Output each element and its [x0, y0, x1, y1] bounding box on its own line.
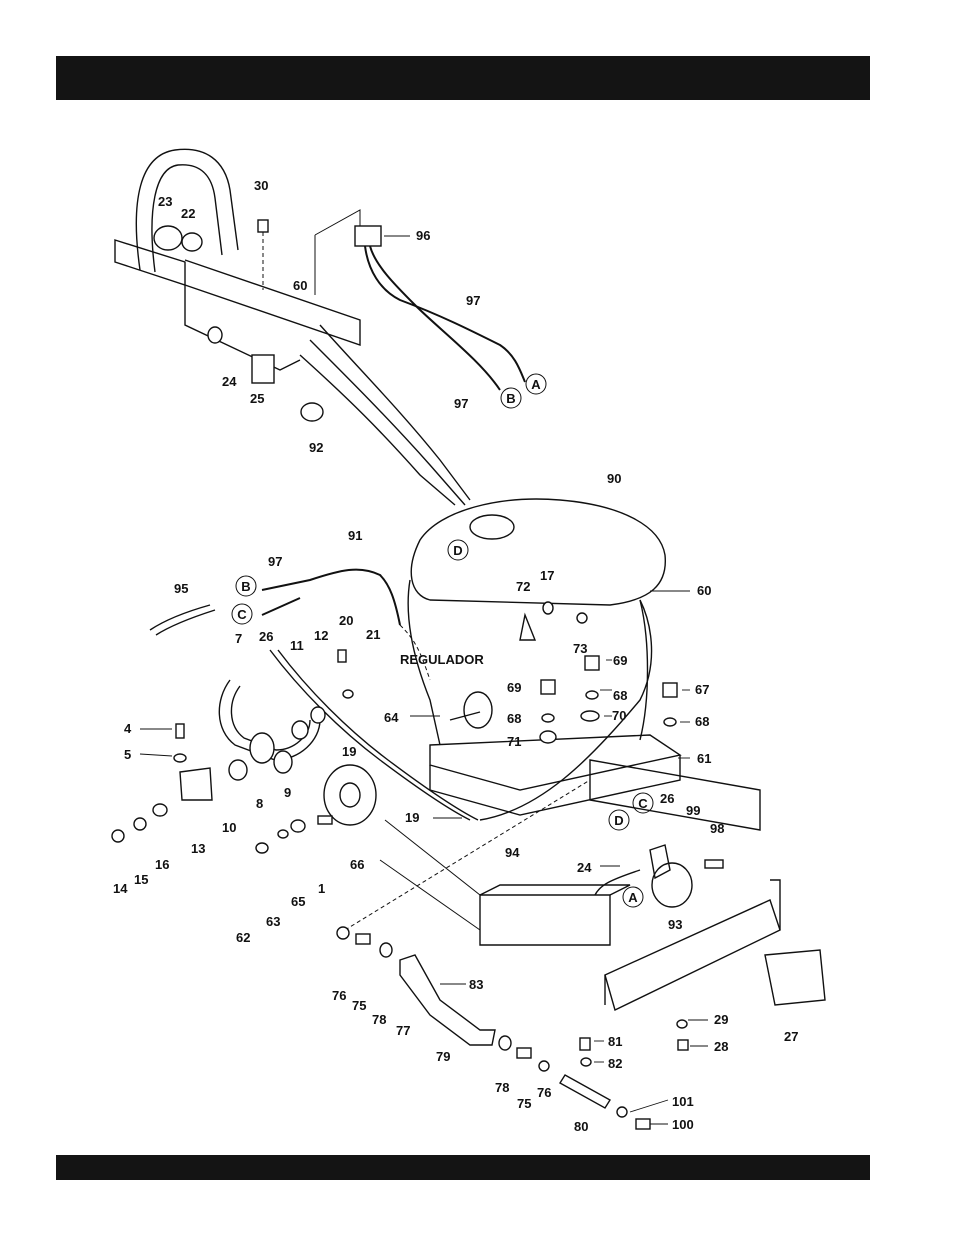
circle-letter-b-left: B	[241, 579, 250, 594]
callout: 100	[672, 1117, 694, 1132]
callout: 10	[222, 820, 236, 835]
callout: 75	[352, 998, 366, 1013]
callout: 64	[384, 710, 399, 725]
circle-letter-a-bottom: A	[628, 890, 638, 905]
callout: 28	[714, 1039, 728, 1054]
left-hardware	[112, 602, 677, 853]
callout: 68	[507, 711, 521, 726]
callout: 30	[254, 178, 268, 193]
callout: 9	[284, 785, 291, 800]
callout: 8	[256, 796, 263, 811]
callout: 69	[613, 653, 627, 668]
drain-hose	[337, 927, 688, 1129]
callout: 81	[608, 1034, 622, 1049]
callout: 80	[574, 1119, 588, 1134]
callout: 75	[517, 1096, 531, 1111]
callout: 24	[222, 374, 237, 389]
circle-letter-c-left: C	[237, 607, 247, 622]
callout: 24	[577, 860, 592, 875]
switch-wires	[355, 226, 525, 390]
callout: 99	[686, 803, 700, 818]
callout: 1	[318, 881, 325, 896]
callout: 7	[235, 631, 242, 646]
callout: 26	[259, 629, 273, 644]
circle-letter-b-top: B	[506, 391, 515, 406]
callout: 13	[191, 841, 205, 856]
callout: 77	[396, 1023, 410, 1038]
callout: 15	[134, 872, 148, 887]
callout: 25	[250, 391, 264, 406]
callout: 82	[608, 1056, 622, 1071]
callout: 19	[405, 810, 419, 825]
callout: 20	[339, 613, 353, 628]
callout: 73	[573, 641, 587, 656]
callout: 12	[314, 628, 328, 643]
callout: 17	[540, 568, 554, 583]
callout: 69	[507, 680, 521, 695]
callout: 97	[268, 554, 282, 569]
callout: 90	[607, 471, 621, 486]
circle-letter-a-top: A	[531, 377, 541, 392]
callout: 101	[672, 1094, 694, 1109]
callout: 97	[466, 293, 480, 308]
callout: 76	[537, 1085, 551, 1100]
callout: 68	[613, 688, 627, 703]
callout: 98	[710, 821, 724, 836]
callout: 95	[174, 581, 188, 596]
callout: 79	[436, 1049, 450, 1064]
callout: 66	[350, 857, 364, 872]
callout: 16	[155, 857, 169, 872]
callout: 97	[454, 396, 468, 411]
horn-lamp	[595, 845, 825, 1010]
callout: 68	[695, 714, 709, 729]
callout: 78	[372, 1012, 386, 1027]
callout: 5	[124, 747, 131, 762]
callout: 26	[660, 791, 674, 806]
callout: 11	[290, 638, 304, 653]
callout: 19	[342, 744, 356, 759]
regulator-wires	[150, 570, 652, 820]
callout: 93	[668, 917, 682, 932]
regulador-label: REGULADOR	[400, 652, 484, 667]
callout: 60	[697, 583, 711, 598]
callout: 70	[612, 708, 626, 723]
callout: 83	[469, 977, 483, 992]
footer-bar	[56, 1155, 870, 1180]
callout: 78	[495, 1080, 509, 1095]
callout: 94	[505, 845, 520, 860]
callout: 27	[784, 1029, 798, 1044]
circle-letter-c-right: C	[638, 796, 648, 811]
callout: 60	[293, 278, 307, 293]
callout: 65	[291, 894, 305, 909]
callout: 76	[332, 988, 346, 1003]
circle-letter-d-right: D	[614, 813, 623, 828]
callout: 91	[348, 528, 362, 543]
callout: 29	[714, 1012, 728, 1027]
callout: 4	[124, 721, 132, 736]
callout: 22	[181, 206, 195, 221]
callout: 71	[507, 734, 521, 749]
circle-letter-d-top: D	[453, 543, 462, 558]
callout: 63	[266, 914, 280, 929]
callout: 62	[236, 930, 250, 945]
callout: 92	[309, 440, 323, 455]
callout: 67	[695, 682, 709, 697]
callout: 61	[697, 751, 711, 766]
callout: 96	[416, 228, 430, 243]
callout: 14	[113, 881, 128, 896]
callout: 72	[516, 579, 530, 594]
callout: 21	[366, 627, 380, 642]
callout: 23	[158, 194, 172, 209]
